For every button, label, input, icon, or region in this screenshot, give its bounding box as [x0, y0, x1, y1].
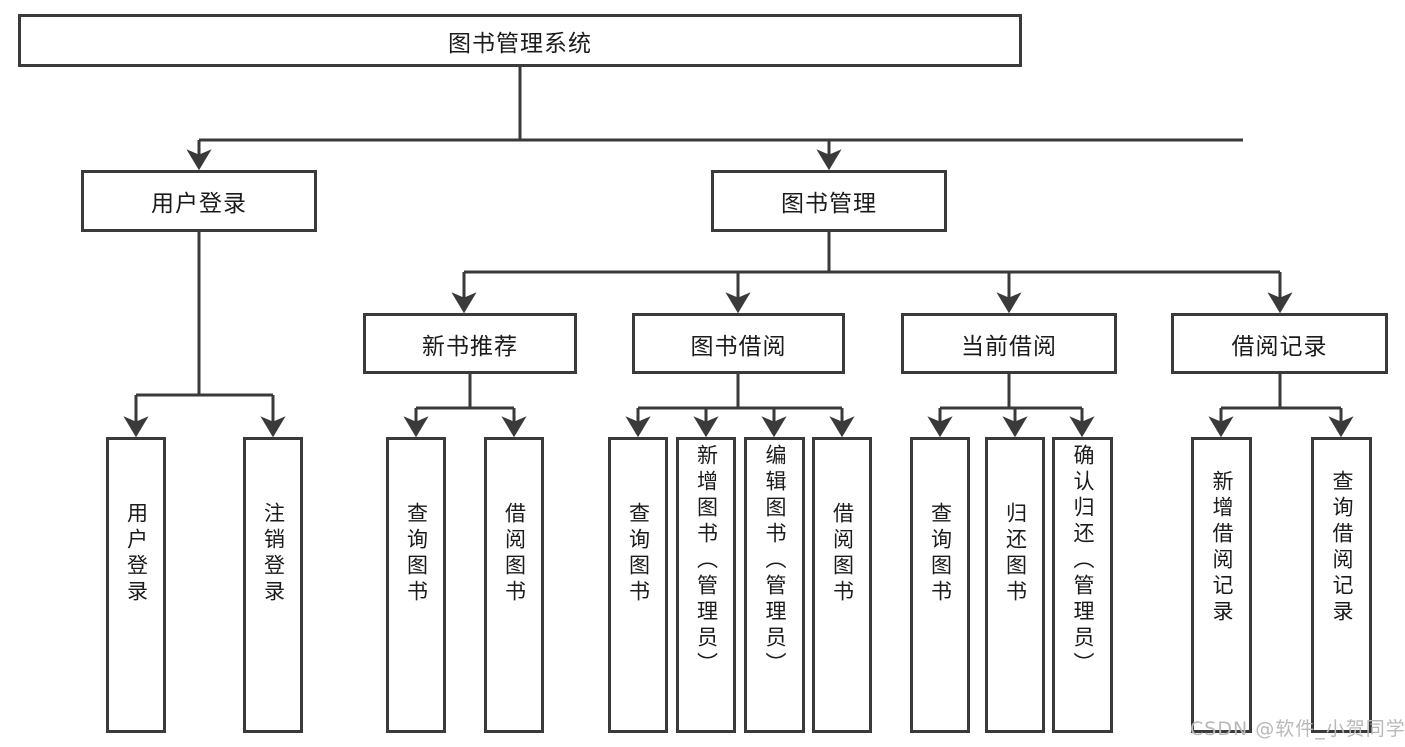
- leaf-user-login[interactable]: 用户登录: [106, 437, 166, 733]
- leaf-label: 新增图书（管理员）: [694, 444, 719, 678]
- node-book-management[interactable]: 图书管理: [711, 170, 947, 232]
- leaf-label: 归还图书: [1003, 502, 1028, 606]
- leaf-logout[interactable]: 注销登录: [243, 437, 303, 733]
- leaf-label: 查询图书: [626, 502, 651, 606]
- leaf-edit-book-admin[interactable]: 编辑图书（管理员）: [744, 437, 805, 733]
- node-book-borrow[interactable]: 图书借阅: [632, 313, 845, 374]
- node-borrow-record[interactable]: 借阅记录: [1171, 313, 1388, 374]
- leaf-label: 注销登录: [261, 502, 286, 606]
- node-user-login[interactable]: 用户登录: [81, 170, 317, 232]
- leaf-return-book[interactable]: 归还图书: [985, 437, 1045, 733]
- leaf-label: 新增借阅记录: [1210, 470, 1234, 626]
- leaf-label: 查询图书: [404, 502, 429, 606]
- csdn-watermark: CSDN @软件_小贺同学: [1190, 718, 1405, 740]
- leaf-query-book-current[interactable]: 查询图书: [910, 437, 970, 733]
- leaf-borrow-book-recommend[interactable]: 借阅图书: [484, 437, 544, 733]
- leaf-add-book-admin[interactable]: 新增图书（管理员）: [676, 437, 736, 733]
- leaf-add-borrow-record[interactable]: 新增借阅记录: [1191, 437, 1252, 733]
- leaf-label: 查询图书: [928, 502, 953, 606]
- leaf-label: 借阅图书: [502, 502, 527, 606]
- leaf-label: 确认归还（管理员）: [1071, 444, 1095, 678]
- leaf-confirm-return-admin[interactable]: 确认归还（管理员）: [1052, 437, 1113, 733]
- leaf-label: 编辑图书（管理员）: [763, 444, 787, 678]
- node-root[interactable]: 图书管理系统: [18, 14, 1022, 67]
- node-new-book-recommend[interactable]: 新书推荐: [363, 313, 577, 374]
- leaf-label: 用户登录: [124, 502, 149, 606]
- leaf-borrow-book[interactable]: 借阅图书: [812, 437, 872, 733]
- leaf-label: 查询借阅记录: [1330, 470, 1354, 626]
- leaf-query-book-borrow[interactable]: 查询图书: [608, 437, 668, 733]
- leaf-query-borrow-record[interactable]: 查询借阅记录: [1311, 437, 1372, 733]
- leaf-query-book-recommend[interactable]: 查询图书: [386, 437, 446, 733]
- node-current-borrow[interactable]: 当前借阅: [901, 313, 1117, 374]
- leaf-label: 借阅图书: [830, 502, 855, 606]
